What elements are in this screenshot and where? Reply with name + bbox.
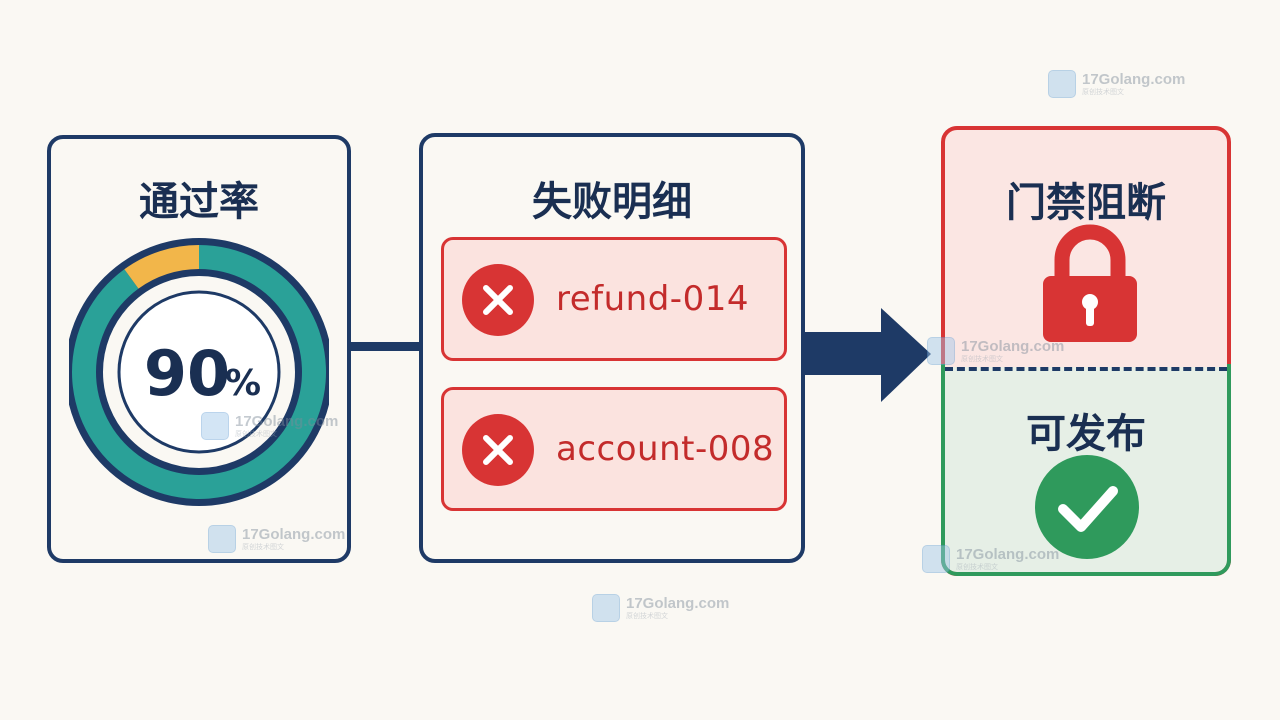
connector-line (351, 342, 419, 351)
failure-item-label: refund-014 (556, 279, 749, 319)
failure-item-label: account-008 (556, 429, 775, 469)
x-circle-icon (462, 264, 534, 336)
flow-arrow-icon (805, 308, 931, 402)
failure-details-title: 失败明细 (532, 179, 692, 225)
pass-rate-percent-sign: % (225, 363, 261, 404)
x-circle-icon (462, 414, 534, 486)
donut-fail-segment (124, 245, 199, 289)
watermark-logo-icon (1048, 70, 1076, 98)
watermark-subtext: 原创技术图文 (1082, 89, 1124, 96)
gate-release-section: 可发布 (945, 367, 1227, 572)
pass-rate-title: 通过率 (139, 179, 259, 225)
lock-icon (1043, 224, 1137, 342)
gate-blocked-title: 门禁阻断 (1006, 180, 1166, 226)
watermark-logo-icon (592, 594, 620, 622)
watermark-subtext: 原创技术图文 (626, 613, 668, 620)
watermark-text: 17Golang.com (626, 595, 730, 612)
check-circle-icon (1035, 455, 1139, 559)
pass-rate-donut: 90 % (69, 238, 329, 506)
failure-item: account-008 (441, 387, 787, 511)
pass-rate-panel: 通过率 90 % (47, 135, 351, 563)
release-gate-panel: 门禁阻断 可发布 (941, 126, 1231, 576)
gate-release-title: 可发布 (1026, 411, 1146, 457)
pass-rate-value: 90 (144, 337, 230, 410)
watermark-text: 17Golang.com (1082, 71, 1186, 88)
failure-details-panel: 失败明细 refund-014 account-008 (419, 133, 805, 563)
failure-item: refund-014 (441, 237, 787, 361)
